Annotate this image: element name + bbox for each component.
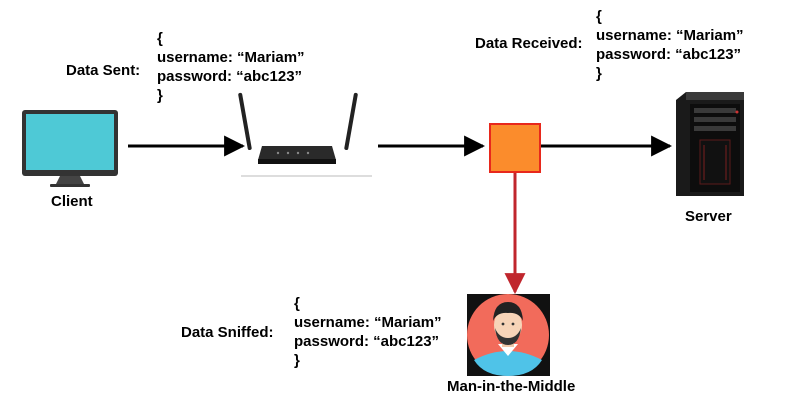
payload-close-brace: } xyxy=(596,65,602,82)
payload-open-brace: { xyxy=(157,30,163,47)
interceptor-box xyxy=(489,123,541,173)
data-received-label: Data Received: xyxy=(475,35,583,52)
attacker-label: Man-in-the-Middle xyxy=(447,378,576,395)
payload-open-brace: { xyxy=(596,8,602,25)
data-sent-payload: { username: “Mariam” password: “abc123” … xyxy=(157,29,305,105)
server-tower-icon xyxy=(676,92,744,196)
data-sent-label: Data Sent: xyxy=(66,62,141,79)
server-label: Server xyxy=(685,208,732,225)
data-received-payload: { username: “Mariam” password: “abc123” … xyxy=(596,7,744,83)
payload-close-brace: } xyxy=(294,352,300,369)
data-sniffed-payload: { username: “Mariam” password: “abc123” … xyxy=(294,294,442,370)
payload-username-line: username: “Mariam” xyxy=(294,314,442,331)
payload-close-brace: } xyxy=(157,87,163,104)
payload-password-line: password: “abc123” xyxy=(596,46,742,63)
payload-password-line: password: “abc123” xyxy=(294,333,440,350)
payload-username-line: username: “Mariam” xyxy=(157,49,305,66)
client-label: Client xyxy=(51,193,93,210)
payload-open-brace: { xyxy=(294,295,300,312)
payload-username-line: username: “Mariam” xyxy=(596,27,744,44)
payload-password-line: password: “abc123” xyxy=(157,68,303,85)
data-sniffed-label: Data Sniffed: xyxy=(181,324,274,341)
router-icon xyxy=(238,92,372,177)
attacker-avatar-icon xyxy=(467,294,550,376)
client-monitor-icon xyxy=(22,110,118,187)
